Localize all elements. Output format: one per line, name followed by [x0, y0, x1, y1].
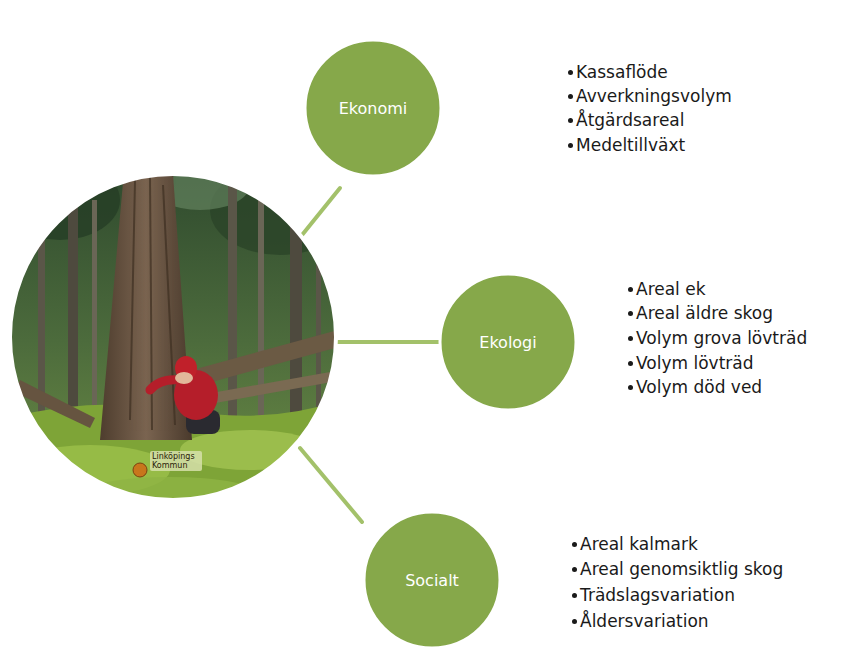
bullet-item: Trädslagsvariation: [572, 585, 735, 605]
indicator-text: Areal äldre skog: [636, 303, 773, 323]
indicator-text: Areal kalmark: [580, 534, 698, 554]
bullet-item: Medeltillväxt: [568, 135, 685, 155]
indicator-text: Kassaflöde: [576, 62, 668, 82]
topic-circle: Socialt: [362, 510, 502, 650]
bullet-dot: [572, 567, 577, 572]
forest-photo: [0, 160, 350, 513]
bullet-item: Volym grova lövträd: [628, 328, 807, 348]
circle-outline: [305, 40, 441, 176]
bullet-dot: [572, 542, 577, 547]
bullet-item: Åldersvariation: [572, 611, 709, 631]
topic-title: Ekonomi: [339, 99, 408, 118]
bullet-dot: [628, 311, 633, 316]
circle-outline: [440, 274, 576, 410]
bullet-item: Areal genomsiktlig skog: [572, 559, 783, 579]
topic-title: Ekologi: [479, 333, 536, 352]
indicator-text: Volym lövträd: [636, 353, 754, 373]
indicator-text: Medeltillväxt: [576, 135, 685, 155]
bullet-item: Avverkningsvolym: [568, 86, 732, 106]
bullet-dot: [628, 361, 633, 366]
indicator-text: Areal genomsiktlig skog: [580, 559, 783, 579]
bullet-dot: [568, 94, 573, 99]
indicator-text: Trädslagsvariation: [580, 585, 735, 605]
bullet-dot: [568, 70, 573, 75]
topic-circle: Ekologi: [438, 272, 578, 412]
circle-outline: [364, 512, 500, 648]
bullet-dot: [568, 118, 573, 123]
topic-title: Socialt: [405, 571, 459, 590]
bullet-item: Åtgärdsareal: [568, 110, 684, 130]
bullet-item: Volym lövträd: [628, 353, 754, 373]
photo-ring: [10, 174, 336, 500]
indicator-text: Avverkningsvolym: [576, 86, 732, 106]
topic-circle: Ekonomi: [303, 38, 443, 178]
bullet-dot: [572, 593, 577, 598]
bullet-item: Volym död ved: [628, 377, 762, 397]
bullet-dot: [628, 287, 633, 292]
indicator-text: Volym död ved: [636, 377, 762, 397]
logo-text: Linköpings Kommun: [152, 452, 195, 470]
indicator-text: Åtgärdsareal: [576, 110, 684, 130]
connector-lines: [298, 188, 440, 522]
bullet-item: Areal ek: [628, 279, 706, 299]
indicator-text: Areal ek: [636, 279, 706, 299]
bullet-item: Areal äldre skog: [628, 303, 773, 323]
bullet-dot: [568, 143, 573, 148]
bullet-item: Areal kalmark: [572, 534, 698, 554]
indicator-text: Volym grova lövträd: [636, 328, 807, 348]
logo-watermark: Linköpings Kommun: [150, 451, 202, 471]
bullet-item: Kassaflöde: [568, 62, 668, 82]
bullet-dot: [572, 619, 577, 624]
bullet-dot: [628, 385, 633, 390]
indicator-text: Åldersvariation: [580, 611, 709, 631]
bullet-dot: [628, 336, 633, 341]
